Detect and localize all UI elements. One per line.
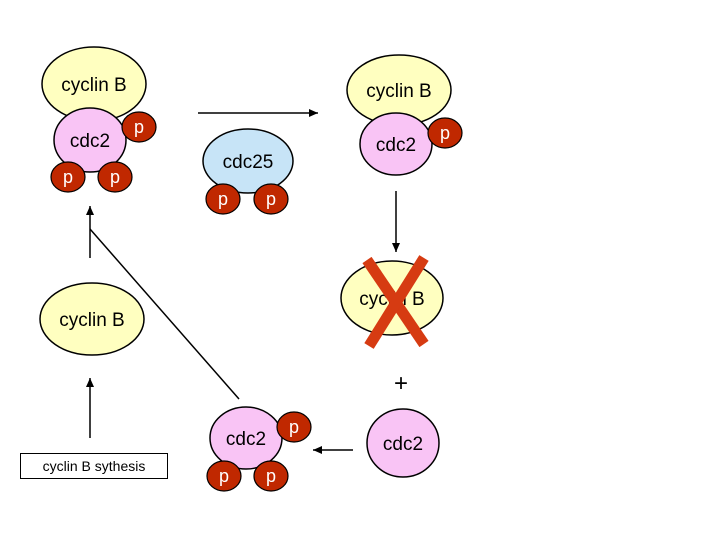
phosphate-label: p: [134, 117, 144, 137]
cdc2-label: cdc2: [70, 131, 110, 152]
cdc2-free: cdc2: [366, 408, 440, 478]
phosphate-shape: [253, 460, 289, 492]
cdc2-shape: [366, 408, 440, 478]
phosphate-label: p: [218, 189, 228, 209]
cyclin-b-label: cyclin B: [366, 81, 431, 102]
cyclin-b-label: cyclin B: [59, 310, 124, 331]
plus-sign: +: [394, 370, 408, 397]
complex-top-right: cyclin B cdc2 p: [346, 54, 463, 176]
cdc2-label: cdc2: [383, 434, 423, 455]
phosphate-shape: [276, 411, 312, 443]
cyclin-b-free: cyclin B: [39, 282, 145, 356]
cdc2-label: cdc2: [376, 135, 416, 156]
cdc2-shape: [359, 112, 433, 176]
phosphate-label: p: [289, 417, 299, 437]
cyclin-b-degraded: cyclin B: [340, 255, 444, 349]
cyclin-b-shape: [39, 282, 145, 356]
phosphate-shape: [206, 460, 242, 492]
phosphate-label: p: [266, 466, 276, 486]
cdc2-label: cdc2: [226, 429, 266, 450]
phosphate-shape: [97, 161, 133, 193]
cdc2-phosphorylated: cdc2 p p p: [206, 406, 312, 492]
phosphate-shape: [253, 183, 289, 215]
phosphate-label: p: [110, 167, 120, 187]
connector-line: [89, 228, 240, 400]
cdc25-label: cdc25: [223, 152, 274, 173]
cyclin-b-synthesis-box: cyclin B sythesis: [20, 453, 168, 479]
destroy-x-icon: [362, 255, 429, 349]
cyclin-b-label: cyclin B: [61, 75, 126, 96]
cdc25-shape: [202, 128, 294, 194]
phosphate-shape: [121, 111, 157, 143]
phosphate-shape: [427, 117, 463, 149]
phosphate-shape: [50, 161, 86, 193]
phosphate-label: p: [63, 167, 73, 187]
phosphate-label: p: [266, 189, 276, 209]
cdc25-enzyme: cdc25 p p: [202, 128, 294, 215]
cdc2-shape: [53, 107, 127, 173]
phosphate-shape: [205, 183, 241, 215]
complex-top-left: cyclin B cdc2 p p p: [41, 46, 157, 193]
phosphate-label: p: [219, 466, 229, 486]
phosphate-label: p: [440, 123, 450, 143]
